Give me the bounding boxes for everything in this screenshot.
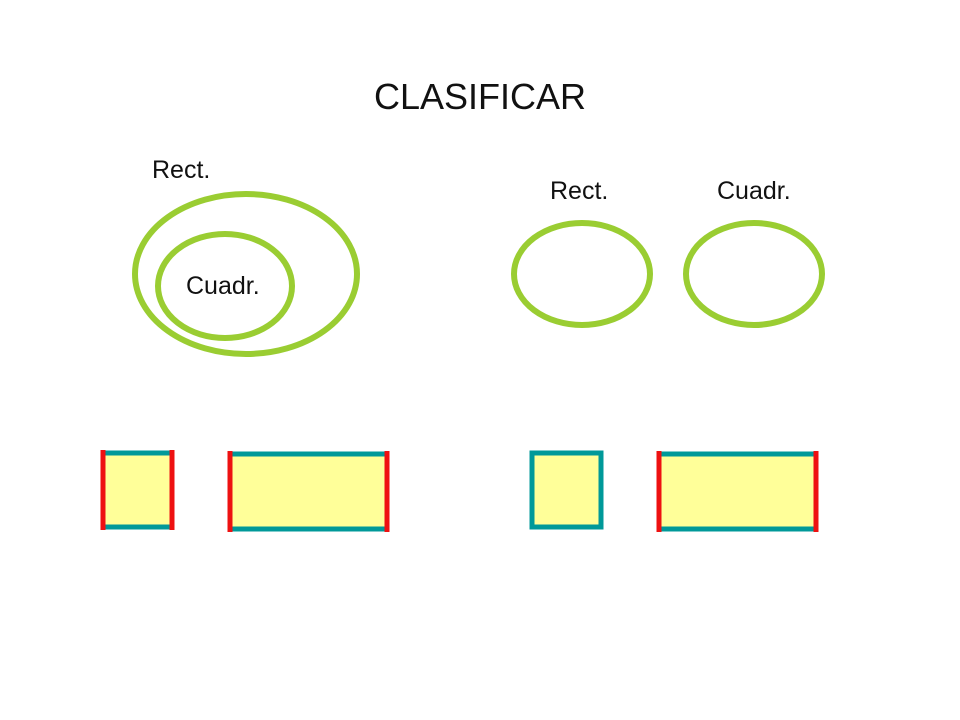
slide-title: CLASIFICAR [373, 76, 587, 117]
rectangles-set-label-right: Rect. [550, 177, 609, 205]
square-shape-2 [529, 450, 604, 530]
squares-set-label-right: Cuadr. [717, 177, 791, 205]
square-shape-1 [100, 450, 175, 530]
rectangles-set-label: Rect. [152, 156, 211, 184]
rectangle-shape-2 [656, 451, 819, 532]
squares-subset-ellipse [155, 231, 295, 341]
squares-set-ellipse-right [683, 220, 825, 328]
rectangle-shape-1 [227, 451, 390, 532]
rectangles-set-ellipse [132, 191, 360, 357]
squares-subset-label: Cuadr. [186, 272, 260, 300]
rectangles-set-ellipse-right [511, 220, 653, 328]
